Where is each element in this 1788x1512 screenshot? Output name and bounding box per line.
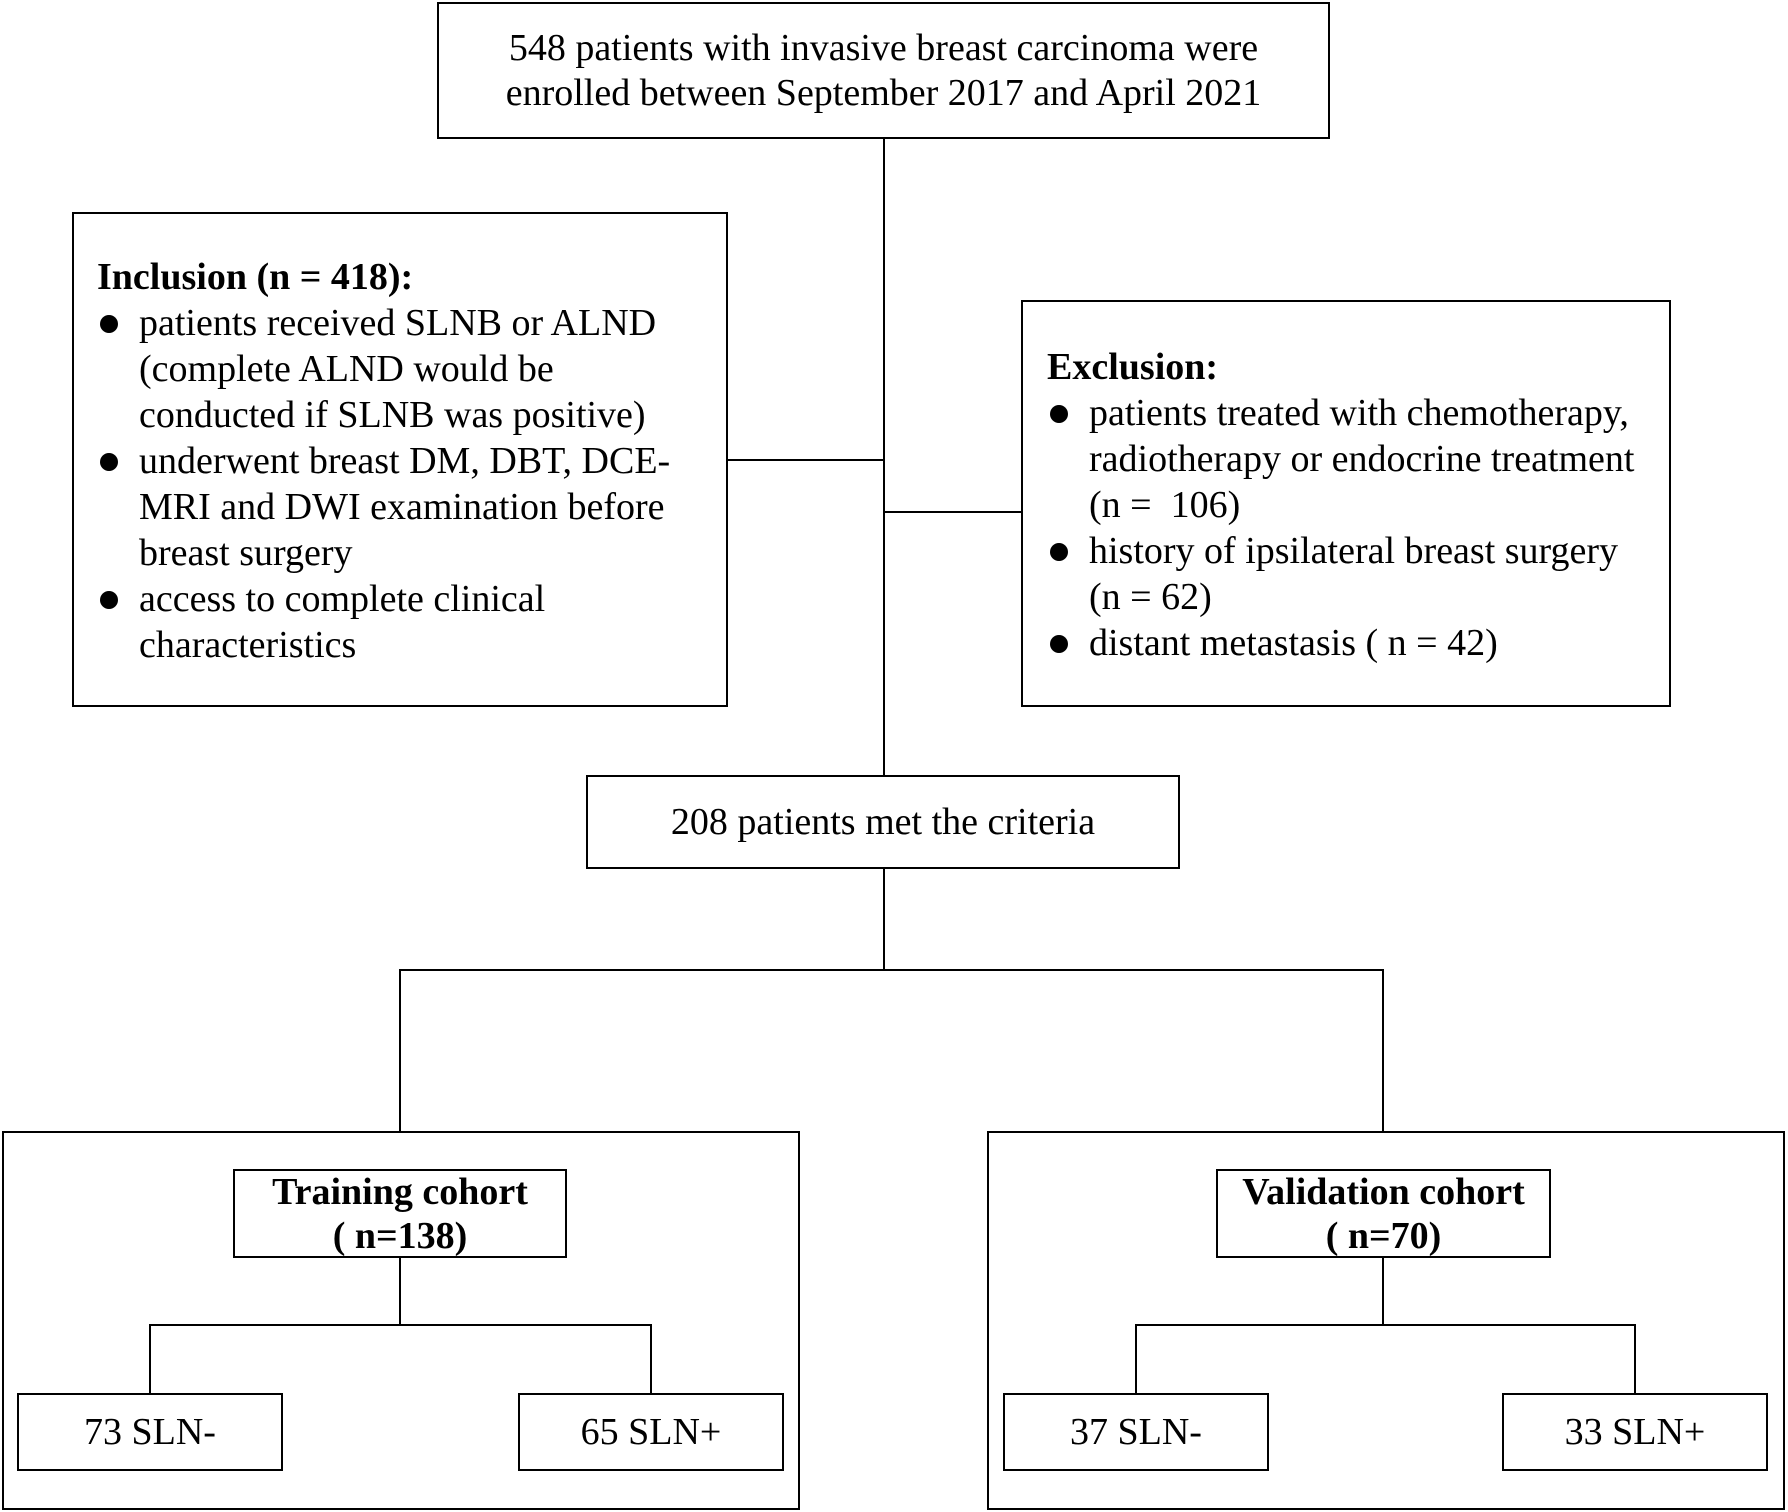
met-criteria-text: 208 patients met the criteria (670, 800, 1096, 843)
met-criteria-box: 208 patients met the criteria (586, 775, 1180, 869)
validation-cohort-group (987, 1131, 1785, 1510)
validation-sln-positive-box: 33 SLN+ (1502, 1393, 1768, 1471)
exclusion-criterion: patients treated with chemotherapy, radi… (1047, 390, 1669, 528)
enrollment-text-line: 548 patients with invasive breast carcin… (508, 26, 1259, 69)
training-cohort-title: Training cohort (272, 1170, 528, 1213)
criterion-text-line: (n = 106) (1089, 484, 1241, 526)
training-cohort-box: Training cohort ( n=138) (233, 1169, 567, 1258)
bullet-icon (1050, 543, 1068, 561)
inclusion-box: Inclusion (n = 418): patients received S… (72, 212, 728, 707)
exclusion-heading: Exclusion: (1047, 346, 1219, 388)
inclusion-heading: Inclusion (n = 418): (97, 256, 414, 298)
validation-cohort-count: ( n=70) (1325, 1214, 1442, 1257)
criterion-text-line: (complete ALND would be (139, 348, 554, 390)
criterion-text-line: history of ipsilateral breast surgery (1089, 530, 1619, 572)
training-sln-negative-box: 73 SLN- (17, 1393, 283, 1471)
training-cohort-count: ( n=138) (332, 1214, 468, 1257)
validation-cohort-box: Validation cohort ( n=70) (1216, 1169, 1551, 1258)
criterion-text-line: conducted if SLNB was positive) (139, 394, 646, 436)
bullet-icon (100, 315, 118, 333)
criterion-text-line: radiotherapy or endocrine treatment (1089, 438, 1635, 480)
training-sln-negative-text: 73 SLN- (84, 1410, 216, 1453)
criterion-text-line: patients treated with chemotherapy, (1089, 392, 1629, 434)
exclusion-box: Exclusion: patients treated with chemoth… (1021, 300, 1671, 707)
bullet-icon (100, 453, 118, 471)
validation-sln-negative-box: 37 SLN- (1003, 1393, 1269, 1471)
criterion-text-line: access to complete clinical (139, 578, 546, 620)
inclusion-criterion: patients received SLNB or ALND (complete… (97, 300, 726, 438)
training-sln-positive-box: 65 SLN+ (518, 1393, 784, 1471)
criterion-text-line: characteristics (139, 624, 357, 666)
training-cohort-group (2, 1131, 800, 1510)
validation-cohort-title: Validation cohort (1242, 1170, 1525, 1213)
bullet-icon (1050, 405, 1068, 423)
criterion-text-line: breast surgery (139, 532, 353, 574)
training-sln-positive-text: 65 SLN+ (580, 1410, 722, 1453)
enrollment-box: 548 patients with invasive breast carcin… (437, 2, 1330, 139)
exclusion-criterion: distant metastasis ( n = 42) (1047, 620, 1669, 666)
bullet-icon (100, 591, 118, 609)
criterion-text-line: patients received SLNB or ALND (139, 302, 657, 344)
validation-sln-positive-text: 33 SLN+ (1564, 1410, 1706, 1453)
criterion-text-line: MRI and DWI examination before (139, 486, 665, 528)
validation-sln-negative-text: 37 SLN- (1070, 1410, 1202, 1453)
inclusion-criterion: access to complete clinical characterist… (97, 576, 726, 668)
bullet-icon (1050, 635, 1068, 653)
exclusion-criterion: history of ipsilateral breast surgery (n… (1047, 528, 1669, 620)
inclusion-criterion: underwent breast DM, DBT, DCE- MRI and D… (97, 438, 726, 576)
criterion-text-line: (n = 62) (1089, 576, 1212, 618)
enrollment-text-line: enrolled between September 2017 and Apri… (505, 71, 1262, 114)
criterion-text-line: underwent breast DM, DBT, DCE- (139, 440, 671, 482)
criterion-text-line: distant metastasis ( n = 42) (1089, 622, 1498, 664)
